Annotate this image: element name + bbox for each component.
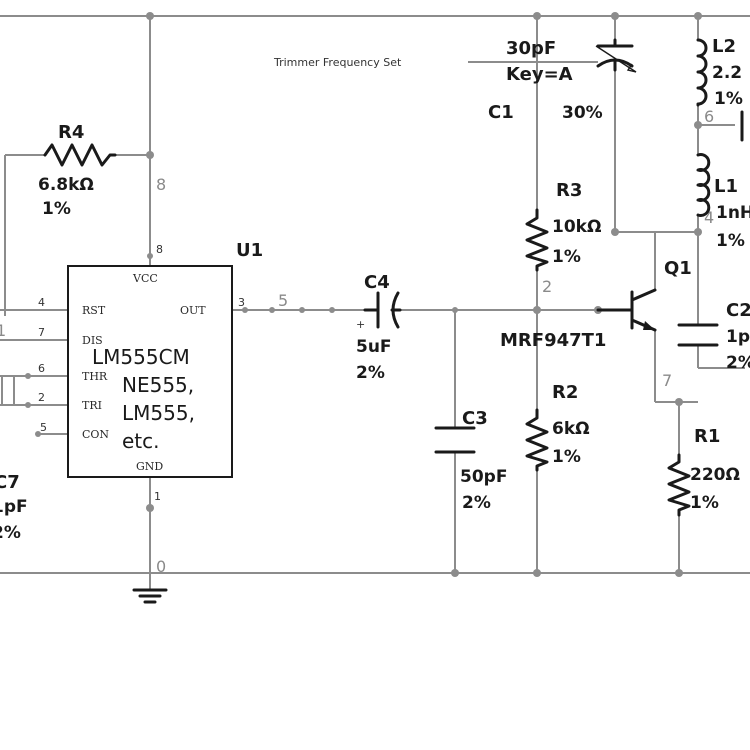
u1-pin-tri-number: 2 [38, 391, 45, 404]
l1-value: 1nH [716, 203, 750, 223]
q1-ref: Q1 [664, 258, 692, 279]
c7-value: 1pF [0, 497, 28, 517]
q1-part: MRF947T1 [500, 330, 606, 351]
net-label-5: 5 [278, 291, 288, 310]
r1-tolerance: 1% [690, 493, 719, 513]
l2-tolerance: 1% [714, 89, 743, 109]
r1-ref: R1 [694, 426, 720, 447]
net-label-0: 0 [156, 557, 166, 576]
c2-tolerance: 2% [726, 353, 750, 373]
c2-value: 1pF [726, 327, 750, 347]
ground-symbol [132, 588, 168, 604]
c1-key: Key=A [506, 64, 573, 85]
u1-pin-con-number: 5 [40, 421, 47, 434]
u1-dis-label: DIS [82, 334, 103, 347]
c4-value: 5uF [356, 337, 392, 357]
u1-tri-label: TRI [82, 399, 102, 412]
r2-ref: R2 [552, 382, 578, 403]
c7-ref: C7 [0, 472, 20, 493]
r3-ref: R3 [556, 180, 582, 201]
c1-percent: 30% [562, 103, 603, 123]
u1-ref: U1 [236, 240, 263, 261]
c1-value: 30pF [506, 38, 556, 59]
r1-value: 220Ω [690, 465, 740, 485]
l2-value: 2.2 [712, 63, 742, 83]
c3-ref: C3 [462, 408, 488, 429]
u1-pin-dis-number: 7 [38, 326, 45, 339]
u1-vcc-label: VCC [132, 272, 158, 285]
net-label-8: 8 [156, 175, 166, 194]
capacitor-c2: C2 1pF 2% [677, 300, 750, 373]
resistor-r4: R4 6.8kΩ 1% [38, 122, 117, 219]
u1-part-line-3: LM555, [122, 401, 195, 425]
c4-plus: + [356, 318, 365, 331]
u1-pin-vcc-number: 8 [156, 243, 163, 256]
resistor-r3: R3 10kΩ 1% [525, 180, 601, 272]
net-labels: 8 5 2 4 6 7 1 0 [0, 107, 714, 576]
ic-u1: VCC RST DIS THR TRI CON OUT GND LM555CM … [38, 240, 263, 503]
r3-tolerance: 1% [552, 247, 581, 267]
r2-value: 6kΩ [552, 419, 590, 439]
r3-value: 10kΩ [552, 217, 601, 237]
u1-pin-thr-number: 6 [38, 362, 45, 375]
u1-pin-gnd-number: 1 [154, 490, 161, 503]
r4-tolerance: 1% [42, 199, 71, 219]
transistor-q1: Q1 MRF947T1 [500, 258, 692, 351]
r4-ref: R4 [58, 122, 84, 143]
u1-part-line-1: LM555CM [92, 345, 190, 369]
net-label-4: 4 [704, 208, 714, 227]
net-label-6: 6 [704, 107, 714, 126]
c7-tolerance: 2% [0, 523, 21, 543]
resistor-r2: R2 6kΩ 1% [525, 382, 590, 472]
u1-part-line-2: NE555, [122, 373, 194, 397]
wires [0, 15, 750, 590]
trimmer-capacitor-c1: 30pF Key=A 30% C1 [488, 38, 637, 123]
capacitor-c4: C4 + 5uF 2% [356, 272, 402, 383]
inductor-l1: L1 1nH 1% [696, 153, 750, 251]
l1-tolerance: 1% [716, 231, 745, 251]
u1-out-label: OUT [180, 304, 206, 317]
net-label-1: 1 [0, 321, 6, 340]
net-label-7: 7 [662, 371, 672, 390]
c4-tolerance: 2% [356, 363, 385, 383]
junction-dots [25, 12, 702, 577]
c1-ref: C1 [488, 102, 514, 123]
c3-value: 50pF [460, 467, 507, 487]
u1-rst-label: RST [82, 304, 106, 317]
r2-tolerance: 1% [552, 447, 581, 467]
trimmer-annotation: Trimmer Frequency Set [273, 56, 402, 69]
c2-ref: C2 [726, 300, 750, 321]
net-label-2: 2 [542, 277, 552, 296]
r4-value: 6.8kΩ [38, 175, 94, 195]
capacitor-c3: C3 50pF 2% [434, 408, 507, 513]
u1-pin-rst-number: 4 [38, 296, 45, 309]
inductor-l2: L2 2.2 1% [696, 36, 743, 109]
u1-part-line-4: etc. [122, 429, 160, 453]
capacitor-c7: C7 1pF 2% [0, 472, 28, 543]
u1-thr-label: THR [82, 370, 108, 383]
l1-ref: L1 [714, 176, 738, 197]
l2-ref: L2 [712, 36, 736, 57]
c3-tolerance: 2% [462, 493, 491, 513]
u1-pin-out-number: 3 [238, 296, 245, 309]
u1-gnd-label: GND [136, 460, 163, 473]
resistor-r1: R1 220Ω 1% [667, 426, 740, 517]
u1-con-label: CON [82, 428, 109, 441]
c4-ref: C4 [364, 272, 390, 293]
